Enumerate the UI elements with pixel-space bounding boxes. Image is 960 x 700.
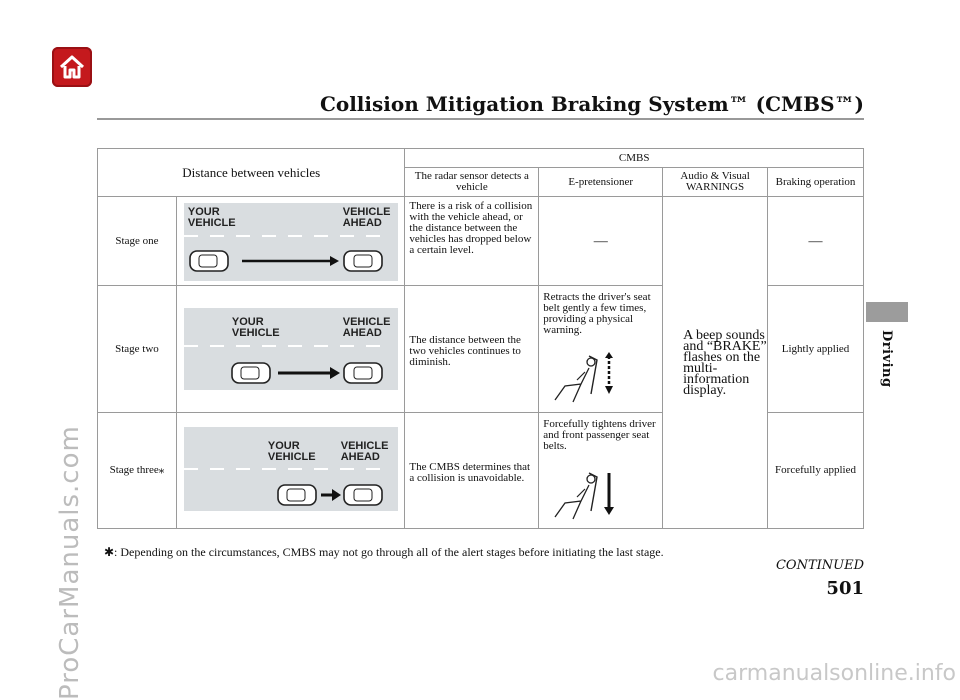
footnote: ✱: Depending on the circumstances, CMBS … — [104, 545, 664, 559]
stage-three-pretensioner-cell: Forcefully tightens driver and front pas… — [538, 412, 664, 529]
cars-arrow-graphic — [183, 468, 383, 506]
watermark-bottom: carmanualsonline.info — [712, 661, 956, 686]
section-tab-marker — [866, 302, 908, 322]
stage-two-radar-text: The distance between the two vehicles co… — [404, 285, 540, 413]
distance-header: Distance between vehicles — [96, 148, 406, 197]
warning-text: A beep sounds and “BRAKE” flashes on the… — [662, 196, 769, 529]
col-pretensioner-header: E-pretensioner — [538, 167, 664, 197]
stage-three-braking: Forcefully applied — [767, 412, 864, 529]
stage-one-radar-text: There is a risk of a collision with the … — [404, 196, 540, 286]
stage-two-braking: Lightly applied — [767, 285, 864, 413]
header-divider — [97, 118, 864, 120]
watermark-left: ProCarManuals.com — [55, 425, 85, 700]
cars-arrow-graphic — [183, 235, 383, 272]
stage-three-label: Stage three⁎ — [97, 412, 177, 529]
continued-label: CONTINUED — [775, 558, 864, 573]
col-warnings-header: Audio & Visual WARNINGS — [662, 167, 769, 197]
section-tab-label[interactable]: Driving — [879, 330, 894, 388]
page-number: 501 — [826, 578, 864, 599]
cmbs-stage-table: Distance between vehicles CMBS The radar… — [96, 148, 864, 529]
seatbelt-forceful-icon — [554, 472, 615, 520]
stage-one-label: Stage one — [97, 196, 177, 286]
stage-two-label: Stage two — [97, 285, 177, 413]
stage-three-pretensioner-text: Forcefully tightens driver and front pas… — [543, 418, 656, 452]
col-braking-header: Braking operation — [767, 167, 864, 197]
stage-one-braking: — — [767, 196, 864, 286]
stage-three-radar-text: The CMBS determines that a collision is … — [404, 412, 540, 529]
home-icon — [59, 55, 85, 79]
page-title: Collision Mitigation Braking System™ (CM… — [319, 92, 864, 116]
cmbs-header: CMBS — [404, 148, 864, 168]
cars-arrow-graphic — [183, 345, 383, 384]
stage-two-pretensioner-text: Retracts the driver's seat belt gently a… — [543, 291, 651, 336]
col-radar-header: The radar sensor detects a vehicle — [404, 167, 540, 197]
stage-two-pretensioner-cell: Retracts the driver's seat belt gently a… — [538, 285, 664, 413]
seatbelt-gentle-icon — [554, 352, 614, 403]
stage-one-pretensioner: — — [538, 196, 664, 286]
home-button[interactable] — [52, 47, 92, 87]
